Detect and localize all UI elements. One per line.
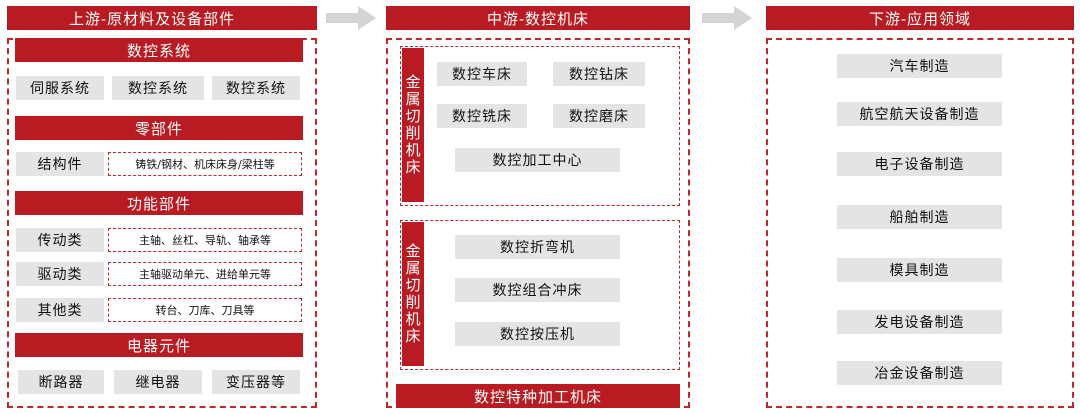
metal-cutting-group-1 [400,46,680,206]
special-machine-bar: 数控特种加工机床 [396,384,680,408]
application-item: 冶金设备制造 [837,361,1002,385]
machine-item: 数控组合冲床 [455,278,620,302]
application-item: 电子设备制造 [837,152,1002,176]
electrical-item: 变压器等 [212,370,300,394]
electrical-item: 断路器 [18,370,104,394]
functional-row-detail: 主轴、丝杠、导轨、轴承等 [108,228,302,252]
parts-row-detail: 铸铁/钢材、机床床身/梁柱等 [108,152,302,176]
metal-cutting-label-2: 金属切削机床 [402,222,424,366]
flow-arrow-icon [326,6,376,30]
machine-item: 数控铣床 [437,104,527,128]
application-item: 汽车制造 [837,54,1002,78]
metal-cutting-group-2 [400,220,680,370]
metal-cutting-label-1: 金属切削机床 [402,48,424,202]
electrical-item: 继电器 [114,370,202,394]
functional-row-label: 传动类 [16,228,104,252]
electrical-title: 电器元件 [15,333,303,357]
application-item: 发电设备制造 [837,310,1002,334]
cnc-system-item: 数控系统 [112,76,204,100]
functional-row-detail: 转台、刀库、刀具等 [108,298,302,322]
midstream-title: 中游-数控机床 [386,6,690,30]
machine-item: 数控加工中心 [455,148,620,172]
cnc-system-title: 数控系统 [15,38,303,62]
functional-row-label: 驱动类 [16,262,104,286]
downstream-panel [766,38,1074,408]
application-item: 船舶制造 [837,205,1002,229]
functional-row-label: 其他类 [16,298,104,322]
machine-item: 数控折弯机 [455,235,620,259]
functional-parts-title: 功能部件 [15,191,303,215]
cnc-system-item: 伺服系统 [16,76,104,100]
machine-item: 数控车床 [437,62,527,86]
application-item: 航空航天设备制造 [837,102,1002,126]
parts-title: 零部件 [15,116,303,140]
machine-item: 数控按压机 [455,322,620,346]
downstream-title: 下游-应用领域 [766,6,1074,30]
upstream-title: 上游-原材料及设备部件 [7,6,317,30]
cnc-system-item: 数控系统 [212,76,300,100]
machine-item: 数控磨床 [553,104,645,128]
machine-item: 数控钻床 [553,62,645,86]
flow-arrow-icon [702,6,752,30]
parts-row-label: 结构件 [16,152,104,176]
functional-row-detail: 主轴驱动单元、进给单元等 [108,262,302,286]
application-item: 模具制造 [837,258,1002,282]
